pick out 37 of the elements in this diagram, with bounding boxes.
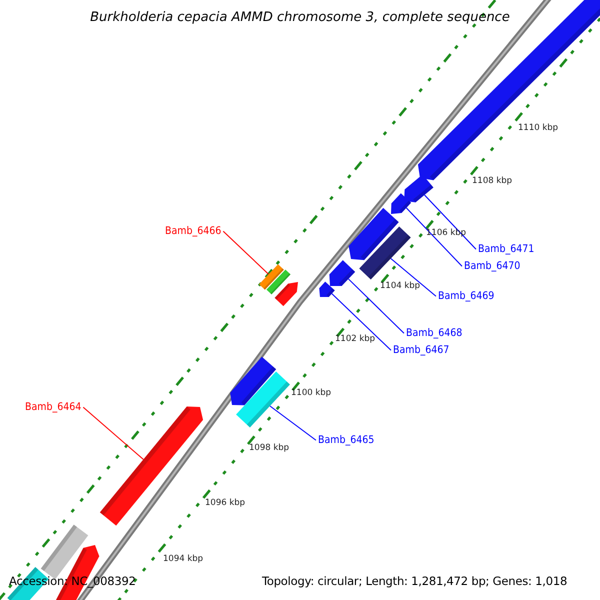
gene-label: Bamb_6468 xyxy=(406,328,462,338)
leader-line xyxy=(348,278,404,334)
gene-feature xyxy=(230,356,276,406)
tick-label: 1104 kbp xyxy=(380,282,420,290)
gene-label: Bamb_6471 xyxy=(478,244,534,254)
gene-feature xyxy=(319,282,335,297)
tick-label: 1098 kbp xyxy=(249,444,290,452)
gene-feature xyxy=(391,193,412,214)
gene-feature xyxy=(329,260,356,286)
gene-label: Bamb_6469 xyxy=(438,291,494,302)
tick-label: 1110 kbp xyxy=(518,124,558,132)
leader-line xyxy=(222,230,270,275)
gene-label: Bamb_6466 xyxy=(165,226,222,236)
leader-line xyxy=(390,258,436,297)
gene-feature xyxy=(100,406,204,526)
leader-line xyxy=(269,405,316,441)
leader-line xyxy=(424,194,476,250)
gene-bar xyxy=(359,226,411,280)
gene-label: Bamb_6464 xyxy=(25,402,82,412)
topology-note: Topology: circular; Length: 1,281,472 bp; Genes: 1,018 xyxy=(262,576,568,588)
gene-feature xyxy=(274,282,298,306)
gene-bar xyxy=(266,270,291,294)
leader-line xyxy=(82,406,144,460)
tick-label: 1094 kbp xyxy=(163,555,204,564)
gene-feature xyxy=(404,174,434,202)
gene-feature xyxy=(348,208,399,260)
gene-label: Bamb_6470 xyxy=(464,261,520,272)
title: Burkholderia cepacia AMMD chromosome 3, complete sequence xyxy=(89,11,511,24)
tick-label: 1100 kbp xyxy=(291,389,332,398)
leader-line xyxy=(406,207,462,267)
tick-label: 1102 kbp xyxy=(335,335,376,344)
leader-line xyxy=(331,293,392,351)
gene-bar xyxy=(236,372,290,428)
gene-label: Bamb_6465 xyxy=(318,435,374,446)
tick-label: 1108 kbp xyxy=(472,177,512,186)
gene-label: Bamb_6467 xyxy=(393,345,450,356)
gene-bar xyxy=(259,264,284,290)
